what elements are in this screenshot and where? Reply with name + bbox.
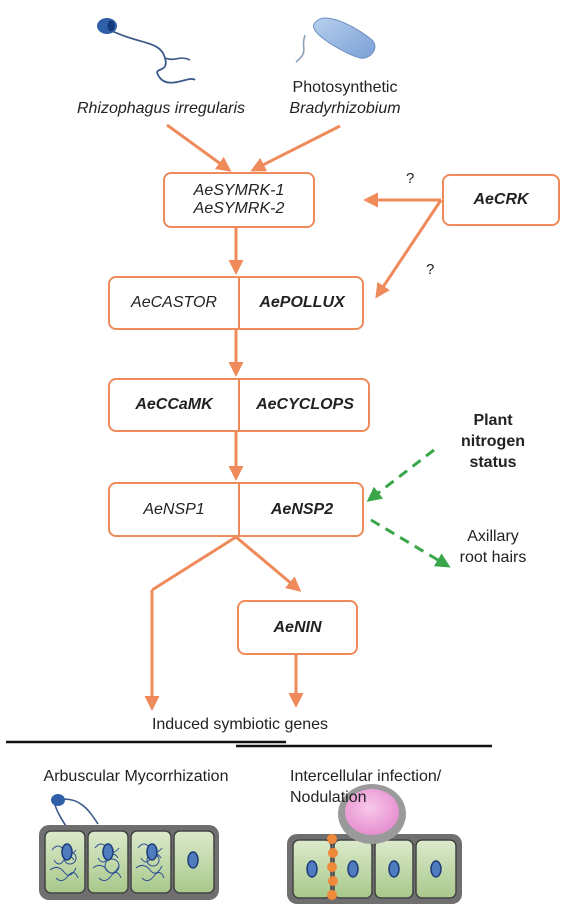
bacterium-label-line1: Photosynthetic bbox=[292, 79, 398, 96]
symrk-2-label: AeSYMRK-2 bbox=[193, 200, 285, 217]
nin-box: AeNIN bbox=[237, 600, 358, 655]
nodulation-cells-illustration bbox=[287, 784, 462, 904]
ccamk-cyclops-box: AeCCaMK AeCYCLOPS bbox=[108, 378, 370, 432]
castor-pollux-box: AeCASTOR AePOLLUX bbox=[108, 276, 364, 330]
castor-cell: AeCASTOR bbox=[110, 278, 238, 328]
nitrogen-label-3: status bbox=[469, 454, 517, 471]
question-mark-pollux: ? bbox=[426, 261, 435, 278]
nsp1-cell: AeNSP1 bbox=[110, 484, 238, 535]
ccamk-label: AeCCaMK bbox=[135, 396, 213, 413]
nin-label: AeNIN bbox=[273, 618, 322, 636]
nsp1-label: AeNSP1 bbox=[143, 500, 205, 518]
nod-panel-title-line2: Nodulation bbox=[290, 789, 367, 806]
pollux-label: AePOLLUX bbox=[259, 294, 345, 311]
symrk-box: AeSYMRK-1 AeSYMRK-2 bbox=[163, 172, 315, 228]
pollux-cell: AePOLLUX bbox=[238, 278, 366, 328]
castor-pollux-divider bbox=[238, 278, 240, 328]
axillary-label-2: root hairs bbox=[459, 549, 527, 566]
nitrogen-label-1: Plant bbox=[473, 412, 513, 429]
bacterium-icon bbox=[295, 17, 376, 63]
fungus-icon bbox=[97, 18, 196, 84]
fungus-label: Rhizophagus irregularis bbox=[76, 100, 246, 117]
nod-panel-title-line1: Intercellular infection/ bbox=[290, 768, 442, 785]
bacterium-label-line2: Bradyrhizobium bbox=[289, 100, 401, 117]
crk-box: AeCRK bbox=[442, 174, 560, 226]
am-root-cells-illustration bbox=[39, 794, 219, 900]
cyclops-label: AeCYCLOPS bbox=[256, 396, 354, 413]
axillary-label-1: Axillary bbox=[467, 528, 519, 545]
crk-label: AeCRK bbox=[473, 191, 529, 208]
nsp2-cell: AeNSP2 bbox=[238, 484, 366, 535]
am-panel-title: Arbuscular Mycorrhization bbox=[43, 768, 229, 785]
nsp-box: AeNSP1 AeNSP2 bbox=[108, 482, 364, 537]
nsp-divider bbox=[238, 484, 240, 535]
symrk-1-label: AeSYMRK-1 bbox=[193, 182, 285, 199]
induced-genes-label: Induced symbiotic genes bbox=[151, 716, 329, 733]
cyclops-cell: AeCYCLOPS bbox=[238, 380, 372, 430]
nsp2-label: AeNSP2 bbox=[270, 500, 334, 518]
ccamk-cyclops-divider bbox=[238, 380, 240, 430]
ccamk-cell: AeCCaMK bbox=[110, 380, 238, 430]
castor-label: AeCASTOR bbox=[131, 294, 217, 311]
question-mark-symrk: ? bbox=[406, 170, 415, 187]
nitrogen-label-2: nitrogen bbox=[461, 433, 525, 450]
